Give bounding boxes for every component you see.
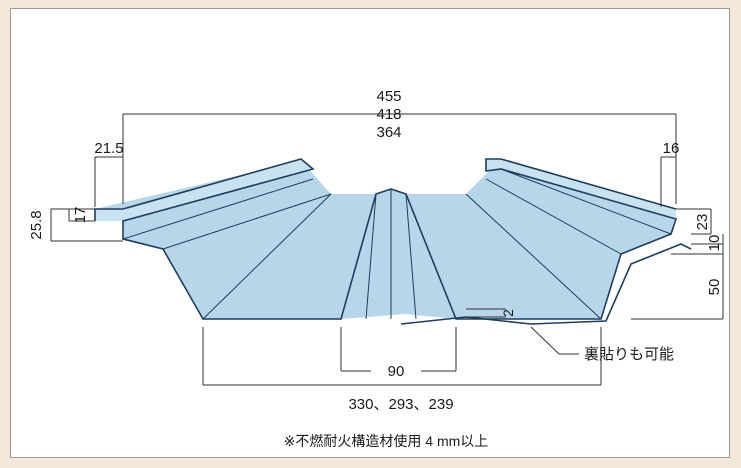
left-inner-height: 17 — [72, 207, 89, 224]
left-top-dimension: 21.5 — [94, 140, 123, 157]
crease-line — [485, 178, 622, 255]
center-width-90: 90 — [388, 363, 405, 380]
backing-callout: 裏貼りも可能 — [584, 345, 674, 363]
crease-line — [500, 168, 672, 235]
right-height-50: 50 — [706, 279, 723, 296]
right-top-dimension: 16 — [663, 140, 680, 157]
crease-line — [202, 193, 332, 320]
right-upper-height: 23 — [694, 214, 711, 231]
crease-line — [122, 178, 314, 240]
panel-creases — [122, 168, 672, 320]
left-outer-height: 25.8 — [28, 210, 45, 239]
rib-gap-dimension: 2 — [500, 309, 516, 317]
dimension-lines — [50, 113, 724, 386]
panel-outline — [94, 158, 466, 320]
material-note: ※不燃耐火構造材使用 4 mm以上 — [284, 433, 489, 449]
crease-line — [465, 193, 602, 320]
crease-line — [405, 193, 417, 320]
panel-outline-right — [466, 158, 678, 320]
overall-width-455: 455 — [376, 88, 401, 105]
bottom-widths: 330、293、239 — [348, 396, 453, 413]
crease-line — [162, 193, 332, 250]
overall-width-418: 418 — [376, 106, 401, 123]
left-flange — [95, 159, 313, 221]
drawing-frame: 455 418 364 21.5 16 25.8 17 23 10 50 2 9… — [10, 8, 730, 458]
right-flange — [486, 159, 676, 219]
panel-profile — [95, 159, 676, 319]
roof-panel-cross-section: 455 418 364 21.5 16 25.8 17 23 10 50 2 9… — [28, 88, 724, 449]
center-rib-face — [341, 189, 456, 319]
right-gap-height: 10 — [706, 235, 723, 252]
crease-line — [365, 193, 377, 320]
overall-width-364: 364 — [376, 124, 401, 141]
